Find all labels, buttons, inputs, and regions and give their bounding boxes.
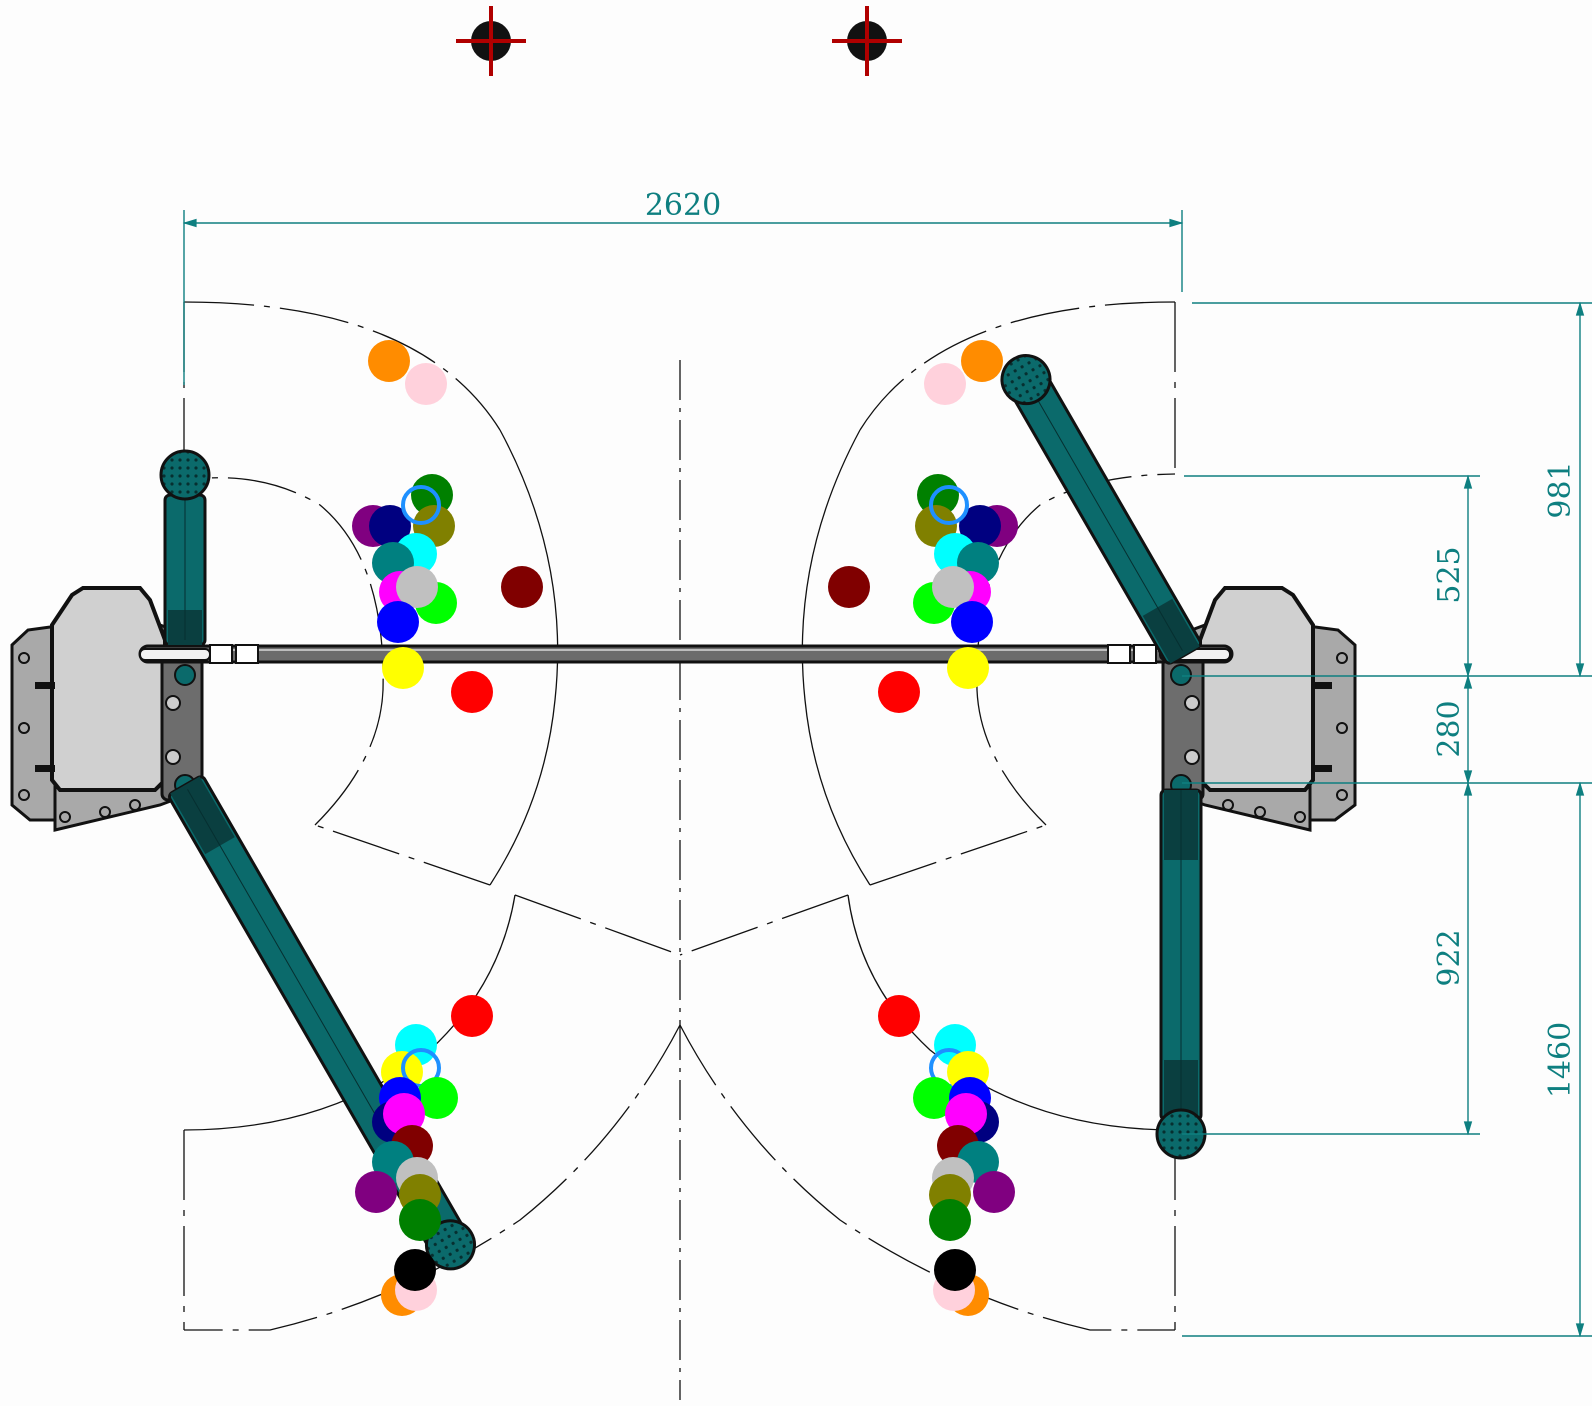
lift-arm-upper-right bbox=[1000, 354, 1202, 665]
lift-arm-lower-right bbox=[1155, 788, 1207, 1160]
dim-overall-width: 2620 bbox=[645, 188, 721, 223]
lift-pad-icon bbox=[1000, 354, 1052, 406]
dim-lower-arm: 922 bbox=[1432, 929, 1467, 986]
reference-marker-left bbox=[456, 6, 526, 76]
dim-upper-arm: 525 bbox=[1432, 546, 1467, 603]
lift-pad-icon bbox=[159, 449, 211, 501]
lift-arm-upper-left bbox=[159, 449, 211, 647]
left-column bbox=[10, 586, 204, 832]
crosshair-target-icon bbox=[456, 6, 526, 76]
crosshair-target-icon bbox=[832, 6, 902, 76]
dim-right-vertical: 981 bbox=[1543, 461, 1578, 518]
dimension-lines bbox=[182, 210, 1592, 1338]
reach-envelopes bbox=[183, 301, 1176, 1331]
lift-point-swatches bbox=[352, 340, 1018, 1316]
overhead-bar bbox=[138, 644, 1234, 664]
dim-spacing: 280 bbox=[1432, 700, 1467, 757]
reference-marker-right bbox=[832, 6, 902, 76]
dim-lower-reach: 1460 bbox=[1543, 1022, 1578, 1098]
